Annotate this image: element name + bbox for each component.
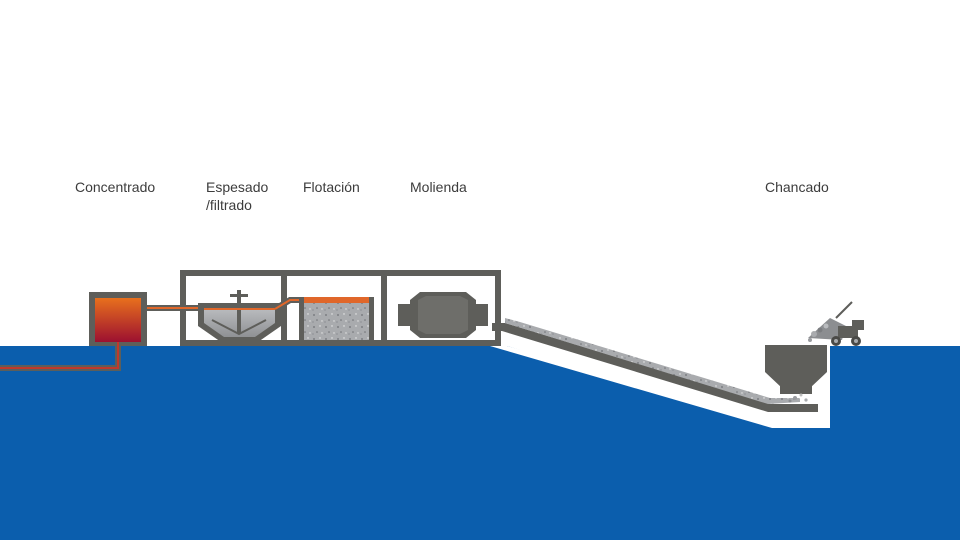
froth-line-inner <box>274 299 300 310</box>
thickener <box>198 290 281 342</box>
label-flotacion-text: Flotación <box>303 179 360 195</box>
label-chancado-text: Chancado <box>765 179 829 195</box>
label-concentrado-text: Concentrado <box>75 179 156 195</box>
haul-truck-icon <box>808 301 864 346</box>
label-espesado-filtrado: Espesado /filtrado <box>206 178 268 214</box>
label-molienda-text: Molienda <box>410 179 467 195</box>
label-flotacion: Flotación <box>303 178 360 196</box>
ore-pile <box>788 393 808 403</box>
label-molienda: Molienda <box>410 178 467 196</box>
label-espesado-line2: /filtrado <box>206 197 252 213</box>
label-concentrado: Concentrado <box>75 178 155 196</box>
label-chancado: Chancado <box>765 178 829 196</box>
concentrate-tank <box>89 292 147 346</box>
concentrate-pipe-inner <box>0 342 119 369</box>
crusher-hopper <box>765 345 827 394</box>
ground-area <box>0 346 960 540</box>
label-espesado-line1: Espesado <box>206 179 269 195</box>
conveyor-belt <box>492 318 818 412</box>
conveyor-trench <box>490 346 830 428</box>
grinding-mill <box>398 292 488 338</box>
flotation-cell <box>299 297 374 346</box>
